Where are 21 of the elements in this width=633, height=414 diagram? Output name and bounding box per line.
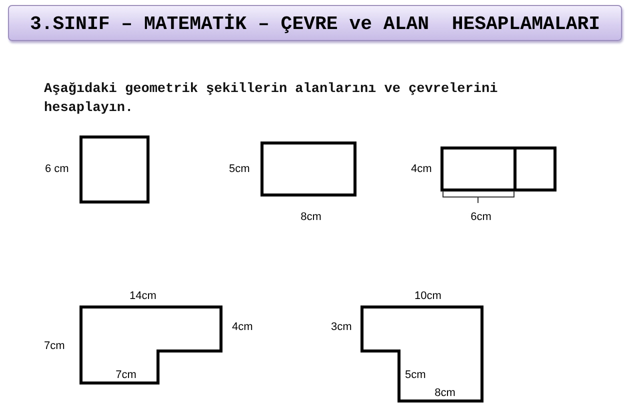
dimension-label: 3cm: [331, 321, 352, 333]
dimension-label: 8cm: [434, 387, 456, 399]
instruction-text: Aşağıdaki geometrik şekillerin alanlarını ve çevrelerini hesaplayın.: [44, 81, 499, 118]
dimension-label: 7cm: [44, 340, 65, 352]
rectangle-shape: [440, 146, 516, 192]
rectangle-shape: [514, 146, 556, 192]
dimension-label: 5cm: [405, 369, 426, 381]
dimension-label: 6 cm: [45, 163, 69, 175]
dimension-label: 6cm: [470, 211, 492, 223]
l-shape: [80, 306, 222, 384]
dimension-label: 5cm: [229, 163, 250, 175]
rectangle-shape: [80, 136, 150, 204]
dimension-label: 4cm: [411, 163, 432, 175]
title: 3.SINIF – MATEMATİK – ÇEVRE ve ALAN HESAPLAMALARI: [28, 13, 602, 35]
l-shape: [360, 306, 484, 402]
dimension-label: 4cm: [232, 321, 253, 333]
dimension-label: 14cm: [130, 290, 156, 302]
rectangle-shape: [260, 142, 356, 196]
dimension-label: 7cm: [116, 369, 136, 381]
dimension-label: 8cm: [300, 211, 322, 223]
dimension-label: 10cm: [414, 290, 442, 302]
